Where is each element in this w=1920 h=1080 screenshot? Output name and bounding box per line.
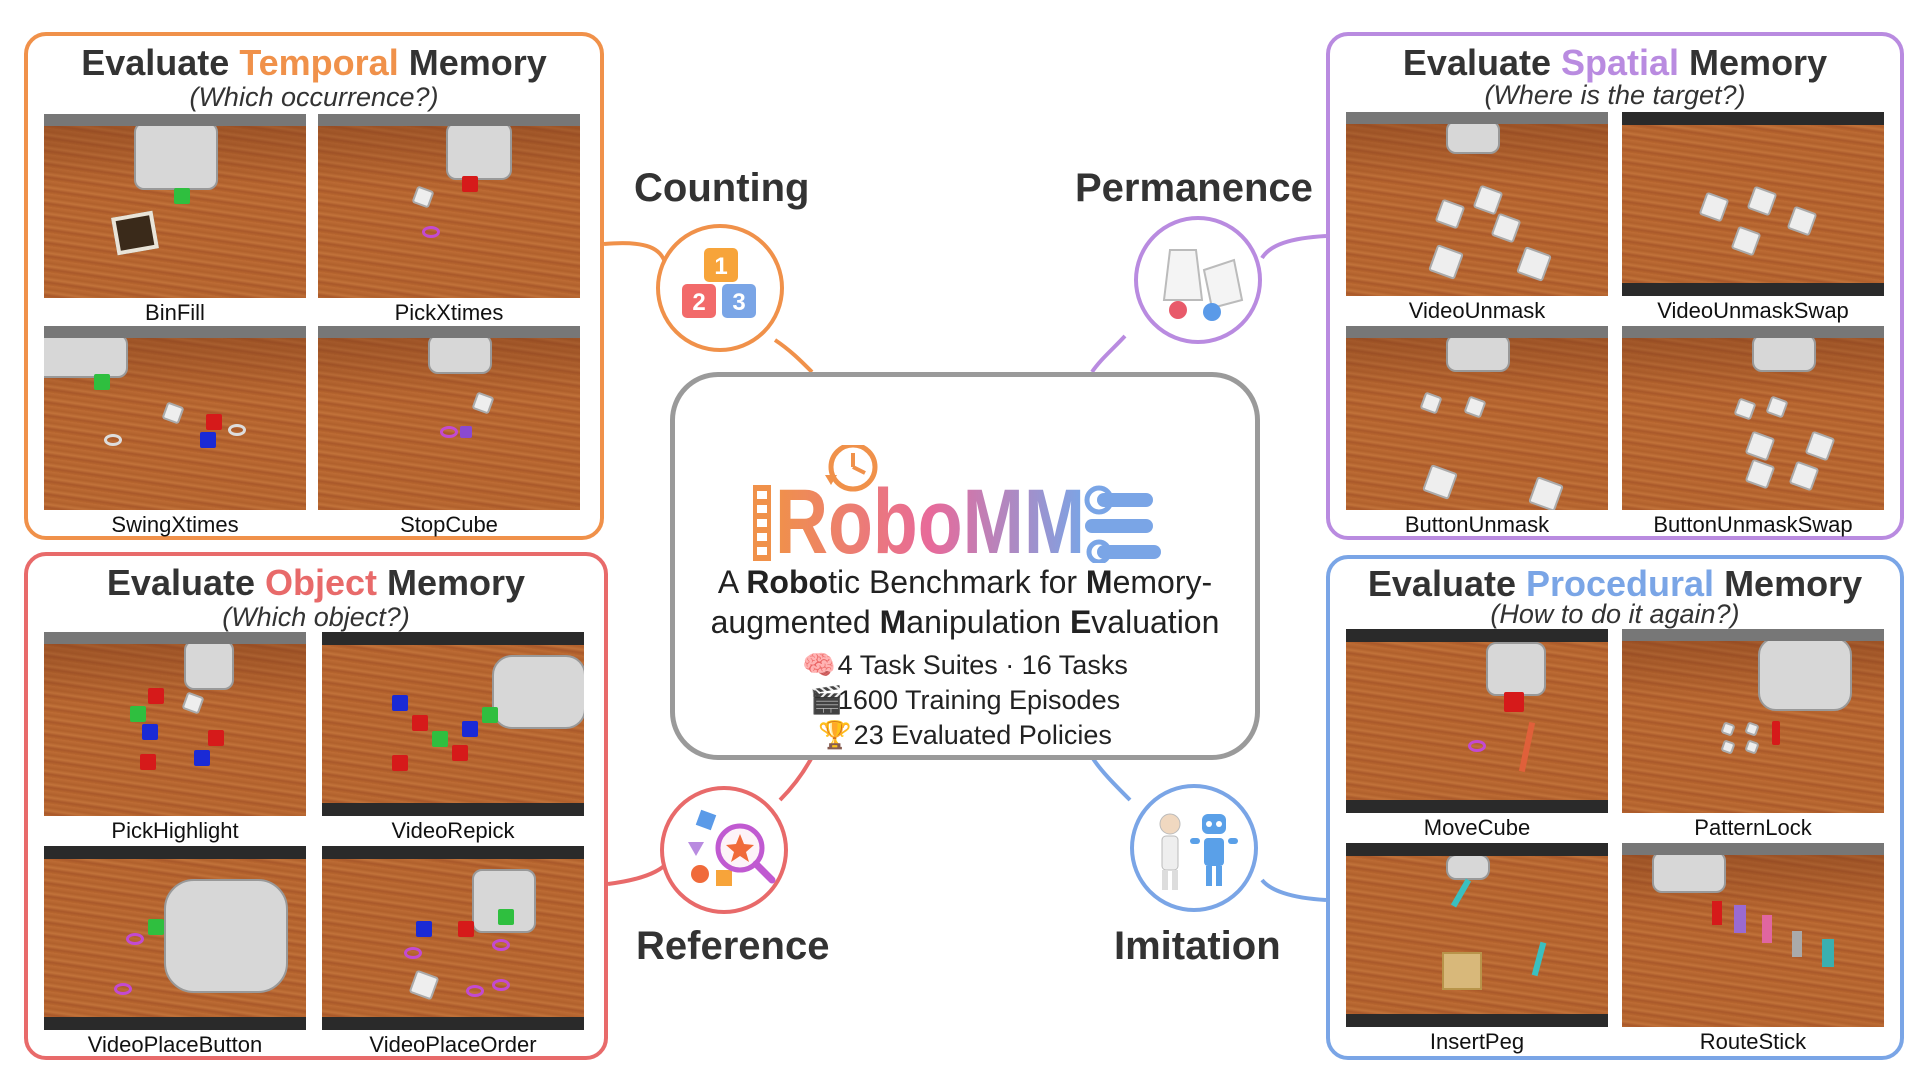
clock-icon <box>828 445 878 492</box>
task-thumbnail-buttonunmaskswap <box>1622 326 1884 510</box>
stat-evaluated-policies: 🏆 23 Evaluated Policies <box>818 720 1112 750</box>
tagline-segment: valuation <box>1091 604 1220 640</box>
svg-text:1: 1 <box>714 253 727 280</box>
task-thumbnail-patternlock <box>1622 629 1884 813</box>
tagline-segment: M <box>1085 564 1113 600</box>
task-thumbnail-videoplaceorder <box>322 846 584 1030</box>
panel-title: Evaluate Procedural Memory <box>1367 563 1863 604</box>
connector-permanence <box>1090 234 1327 374</box>
counting-icon: 1 2 3 <box>656 224 784 352</box>
task-thumbnail-pickhighlight <box>44 632 306 816</box>
task-label: RouteStick <box>1699 1029 1807 1054</box>
category-label-imitation: Imitation <box>1114 924 1281 968</box>
panel-subtitle: (Which object?) <box>222 602 410 632</box>
cups-balls-icon <box>1134 216 1262 344</box>
tagline-segment: A <box>717 564 747 600</box>
task-thumbnail-stopcube <box>318 326 580 510</box>
svg-text:RoboMM: RoboMM <box>775 471 1085 563</box>
category-label-counting: Counting <box>634 166 810 210</box>
trophy-icon: 🏆 <box>818 720 852 750</box>
magnifier-shapes-icon <box>660 786 788 914</box>
benchmark-card: RoboMM A Robotic Benchmark for Memory- a… <box>670 372 1260 760</box>
brain-icon: 🧠 <box>802 650 836 680</box>
task-thumbnail-insertpeg <box>1346 843 1608 1027</box>
task-label: SwingXtimes <box>111 512 239 537</box>
tagline-segment: augmented <box>710 604 880 640</box>
panel-subtitle: (Where is the target?) <box>1484 80 1746 110</box>
svg-text:3: 3 <box>732 289 745 316</box>
tagline-segment: tic Benchmark for <box>828 564 1086 600</box>
task-label: InsertPeg <box>1429 1029 1525 1054</box>
task-label: VideoPlaceOrder <box>369 1032 537 1057</box>
panel-title: Evaluate Temporal Memory <box>81 42 547 83</box>
svg-text:2: 2 <box>692 289 705 316</box>
panel-procedural-memory: Evaluate Procedural Memory (How to do it… <box>1326 555 1904 1060</box>
task-thumbnail-videounmaskswap <box>1622 112 1884 296</box>
stat-training-episodes: 🎬1600 Training Episodes <box>809 685 1121 715</box>
tagline-line-2: augmented Manipulation Evaluation <box>675 602 1255 642</box>
panel-subtitle: (Which occurrence?) <box>189 82 439 112</box>
task-label: StopCube <box>400 512 498 537</box>
tagline-segment: anipulation <box>906 604 1070 640</box>
tagline-line-1: A Robotic Benchmark for Memory- <box>675 562 1255 602</box>
task-label: MoveCube <box>1423 815 1531 840</box>
tagline-segment: M <box>879 604 907 640</box>
task-thumbnail-videorepick <box>322 632 584 816</box>
category-label-permanence: Permanence <box>1075 166 1313 210</box>
tagline-segment: E <box>1069 604 1092 640</box>
wrench-icon <box>1097 493 1153 507</box>
task-label: PickXtimes <box>394 300 504 325</box>
tagline-segment: emory- <box>1112 564 1213 600</box>
task-thumbnail-pickxtimes <box>318 114 580 298</box>
task-thumbnail-binfill <box>44 114 306 298</box>
task-label: VideoPlaceButton <box>87 1032 263 1057</box>
task-thumbnail-swingxtimes <box>44 326 306 510</box>
tagline-segment: Robo <box>746 564 829 600</box>
clapperboard-icon: 🎬 <box>809 685 844 715</box>
panel-spatial-memory: Evaluate Spatial Memory (Where is the ta… <box>1326 32 1904 540</box>
benchmark-tagline: A Robotic Benchmark for Memory- augmente… <box>675 562 1255 642</box>
panel-title: Evaluate Object Memory <box>106 562 526 603</box>
task-thumbnail-buttonunmask <box>1346 326 1608 510</box>
human-robot-icon <box>1130 784 1258 912</box>
panel-temporal-memory: Evaluate Temporal Memory (Which occurren… <box>24 32 604 540</box>
task-label: ButtonUnmask <box>1404 512 1550 537</box>
panel-object-memory: Evaluate Object Memory (Which object?) P… <box>24 552 608 1060</box>
task-label: ButtonUnmaskSwap <box>1653 512 1853 537</box>
task-label: PickHighlight <box>111 818 239 843</box>
task-thumbnail-movecube <box>1346 629 1608 813</box>
task-label: VideoRepick <box>391 818 515 843</box>
category-label-reference: Reference <box>636 924 830 968</box>
robomme-logo: RoboMM <box>753 445 1161 563</box>
panel-title: Evaluate Spatial Memory <box>1402 42 1828 83</box>
task-label: VideoUnmaskSwap <box>1657 298 1849 323</box>
task-thumbnail-routestick <box>1622 843 1884 1027</box>
stat-task-suites: 🧠 4 Task Suites · 16 Tasks <box>802 650 1128 680</box>
task-thumbnail-videoplacebutton <box>44 846 306 1030</box>
task-thumbnail-videounmask <box>1346 112 1608 296</box>
task-label: PatternLock <box>1694 815 1812 840</box>
panel-subtitle: (How to do it again?) <box>1490 599 1740 629</box>
connector-imitation <box>1090 755 1327 902</box>
task-label: BinFill <box>145 300 205 325</box>
task-label: VideoUnmask <box>1408 298 1546 323</box>
